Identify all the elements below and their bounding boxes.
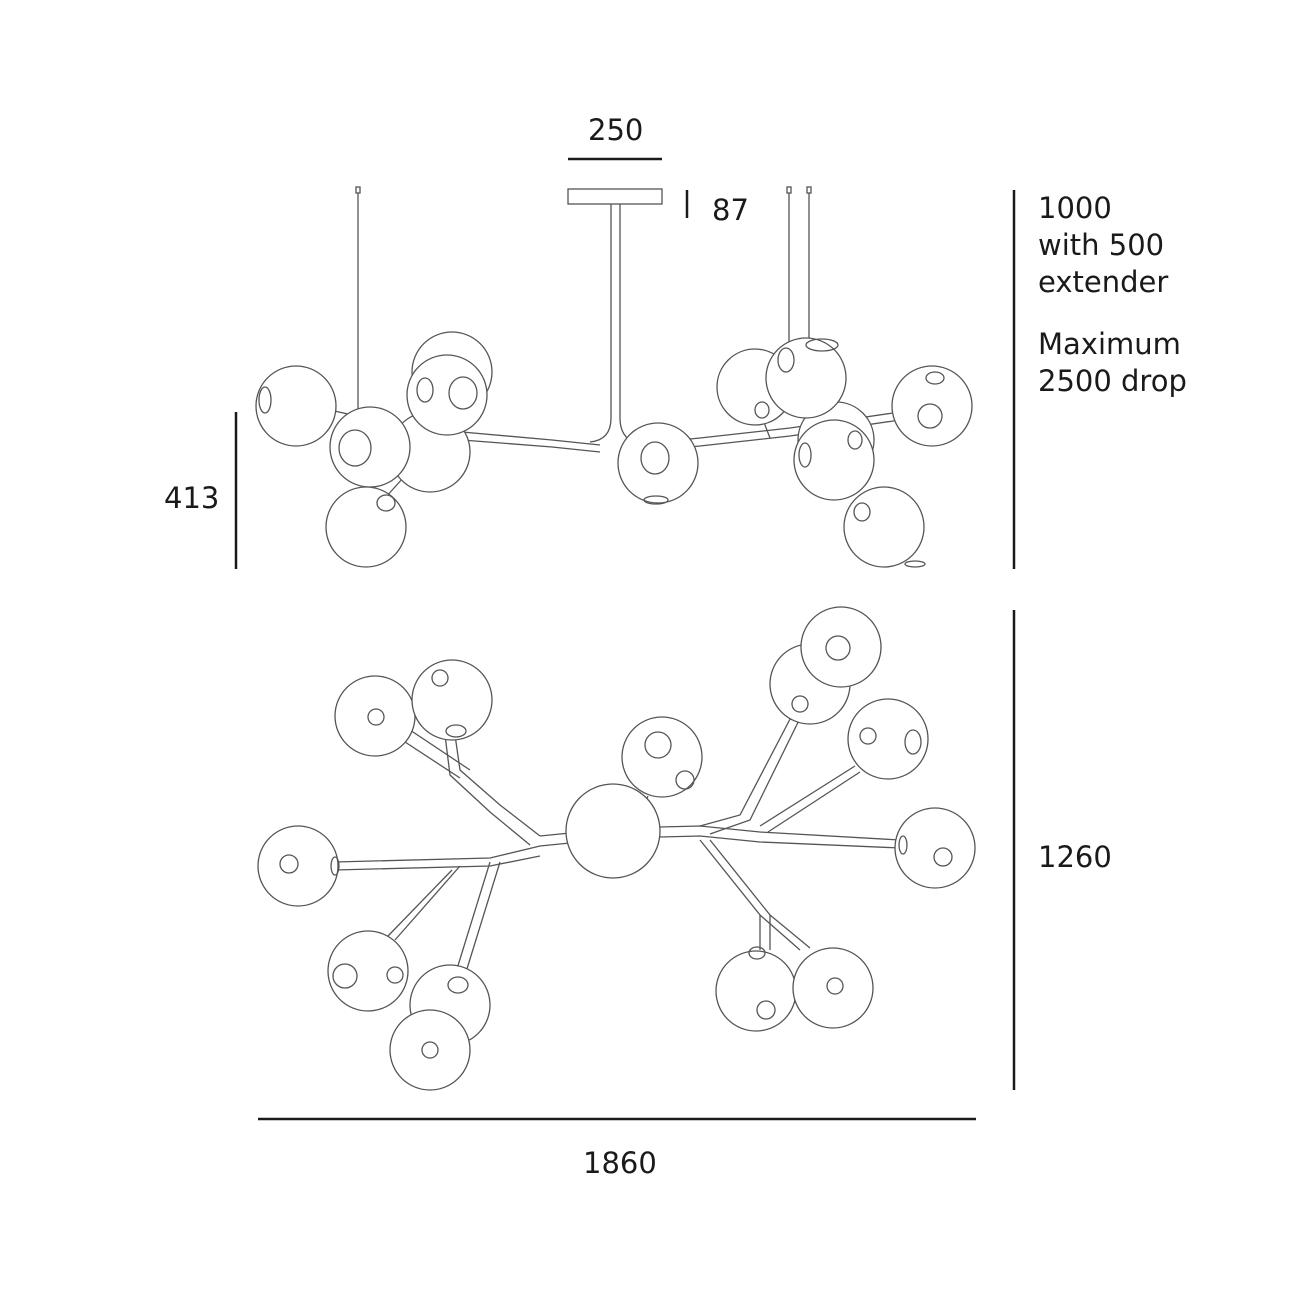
plan-globes [257, 606, 976, 1091]
globe-opening [416, 377, 434, 403]
globe [793, 419, 875, 501]
wire-anchor [786, 186, 792, 194]
globe [389, 1009, 471, 1091]
globe [847, 698, 929, 780]
max-drop-line: 2500 drop [1038, 364, 1187, 398]
globe [327, 930, 409, 1012]
canopy-height-label: 87 [712, 193, 749, 227]
plan-arm [451, 861, 501, 986]
center-stem [589, 204, 641, 445]
plan-arms [334, 679, 901, 986]
globe-opening [798, 442, 812, 468]
globe-opening [826, 977, 844, 995]
canopy-width-label: 250 [588, 113, 644, 147]
globe-opening [386, 966, 404, 984]
plan-arm [699, 699, 809, 835]
globe-opening [777, 347, 795, 373]
globe [406, 354, 488, 436]
globe-opening [367, 708, 385, 726]
globe [617, 422, 699, 504]
socket [748, 946, 766, 960]
globe-opening [917, 403, 943, 429]
spacer [1038, 301, 1187, 326]
globe-opening [640, 441, 670, 475]
globe-opening [448, 376, 478, 410]
globe [255, 365, 337, 447]
globe-opening [859, 727, 877, 745]
globe-opening [853, 502, 871, 522]
globe [792, 947, 874, 1029]
globe-opening [904, 560, 926, 568]
suspension-wires [355, 186, 812, 410]
globe-opening [675, 770, 695, 790]
globe [329, 406, 411, 488]
globe [891, 365, 973, 447]
plan-arm [387, 865, 461, 941]
plan-globe-openings [279, 635, 953, 1059]
globe-opening [376, 494, 396, 512]
wire-anchor [806, 186, 812, 194]
side-globe-openings [258, 338, 945, 568]
globe-opening [805, 338, 839, 352]
side-height-label: 413 [164, 481, 220, 515]
plan-arm [401, 729, 471, 779]
globe [800, 606, 882, 688]
socket [330, 856, 340, 876]
drop-line: extender [1038, 265, 1169, 299]
globe-opening [754, 401, 770, 419]
plan-view [257, 606, 976, 1091]
globe-opening [332, 963, 358, 989]
globe-opening [431, 669, 449, 687]
globe-opening [847, 430, 863, 450]
side-globes [255, 331, 973, 568]
width-label: 1860 [583, 1146, 657, 1180]
globe [765, 337, 847, 419]
globe [325, 486, 407, 568]
globe [411, 659, 493, 741]
canopy [567, 188, 663, 205]
plan-arm [759, 765, 861, 833]
globe-opening [421, 1041, 439, 1059]
globe-opening [925, 371, 945, 385]
wire-anchor [355, 186, 361, 194]
depth-label: 1260 [1038, 840, 1112, 874]
drop-label: 1000 with 500 extender Maximum 2500 drop [1038, 190, 1187, 400]
socket [898, 835, 908, 855]
globe [894, 807, 976, 889]
globe-opening [825, 635, 851, 661]
plan-arm [759, 914, 811, 951]
plan-arm [334, 845, 541, 871]
globe [715, 950, 797, 1032]
globe-opening [643, 495, 669, 505]
globe [334, 675, 416, 757]
globe-opening [644, 731, 672, 759]
globe-opening [933, 847, 953, 867]
socket [447, 976, 469, 994]
dimension-lines [234, 157, 1016, 1121]
max-drop-line: Maximum [1038, 327, 1181, 361]
drop-line: 1000 [1038, 191, 1112, 225]
drop-line: with 500 [1038, 228, 1165, 262]
globe-opening [338, 429, 372, 467]
globe-opening [904, 729, 922, 755]
globe [565, 783, 661, 879]
globe-opening [279, 854, 299, 874]
side-elevation [255, 186, 973, 568]
plan-arm [699, 839, 771, 950]
socket [445, 724, 467, 738]
socket [791, 695, 809, 713]
globe [843, 486, 925, 568]
plan-arm [444, 734, 541, 846]
globe-opening [258, 386, 272, 414]
globe-opening [756, 1000, 776, 1020]
